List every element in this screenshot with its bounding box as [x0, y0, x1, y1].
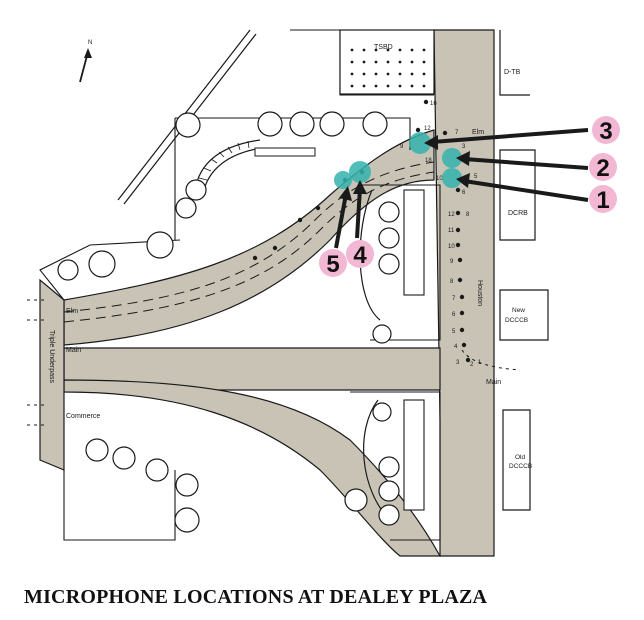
tree: [88, 250, 116, 278]
tree: [378, 201, 400, 223]
old-dcccb-label-2: DCCCB: [509, 463, 532, 470]
elm-lane-dashes: [63, 161, 435, 323]
callout-3-bg: [592, 116, 620, 144]
mic-label: 12: [424, 126, 431, 132]
tree: [175, 197, 197, 219]
callout-1-bg: [589, 185, 617, 213]
mic-marker-2: [442, 148, 462, 168]
mic-label: 11: [448, 228, 455, 234]
houston-street: [433, 29, 495, 557]
tree: [378, 253, 400, 275]
tree: [174, 507, 200, 533]
tree: [362, 111, 388, 137]
street-labels: Elm Main Main Commerce Elm Houston Tripl…: [48, 129, 501, 420]
triple-underpass-label: Triple Underpass: [48, 330, 55, 384]
tree: [378, 480, 400, 502]
elm-street: [63, 129, 435, 346]
mic-label: 3: [456, 360, 460, 366]
commerce-label: Commerce: [66, 413, 100, 420]
mic-label: 4: [454, 344, 458, 350]
houston-curb-dots: [24, 299, 521, 426]
callout-1: 1: [596, 187, 609, 214]
mic-label: 5: [452, 329, 456, 335]
tree: [146, 231, 174, 259]
callout-4: 4: [353, 242, 367, 269]
callouts: 1 2 3 4 5: [319, 116, 620, 278]
callout-5-bg: [319, 249, 347, 277]
mic-label: 16: [430, 101, 437, 107]
tree: [289, 111, 315, 137]
callout-5: 5: [326, 251, 339, 278]
mic-label: 12: [448, 212, 455, 218]
north-arrow: N: [79, 40, 92, 83]
dealey-plaza-map: TSBD D-TB DCRB New DCCCB Old DCCCB: [24, 29, 620, 557]
tsbd-grid: [350, 48, 426, 88]
mic-label: 2: [470, 362, 474, 368]
pool-north: [403, 189, 425, 296]
mic-label: 8: [450, 279, 454, 285]
tree: [378, 504, 400, 526]
tree: [378, 227, 400, 249]
mic-marker-5: [334, 171, 352, 189]
tree: [85, 438, 109, 462]
mic-number-labels: 16 12 7 9 10 18 3 5 6 8 12 11 10 9 8 7 6…: [400, 101, 482, 368]
main-label-left: Main: [66, 347, 81, 354]
tree: [145, 458, 169, 482]
elm-label: Elm: [66, 308, 78, 315]
mic-label: 6: [452, 312, 456, 318]
mic-label: 8: [466, 212, 470, 218]
mic-label: 6: [462, 190, 466, 196]
tree: [175, 473, 199, 497]
pergola-hatching: [198, 140, 250, 181]
tree: [319, 111, 345, 137]
dcrb-label: DCRB: [508, 210, 528, 217]
tree: [175, 112, 201, 138]
tree: [112, 446, 136, 470]
mic-marker-4: [349, 161, 371, 183]
tree: [257, 111, 283, 137]
callout-3: 3: [599, 118, 612, 145]
mic-label: 7: [452, 296, 456, 302]
main-label-right: Main: [486, 379, 501, 386]
highlight-markers: [334, 132, 462, 189]
elm-label-right: Elm: [472, 129, 484, 136]
mic-label: 9: [450, 259, 454, 265]
callout-2: 2: [596, 155, 609, 182]
mic-marker-1: [442, 168, 462, 188]
mic-marker-3: [409, 132, 431, 154]
pool-south: [403, 399, 425, 511]
mic-label: 1: [478, 360, 482, 366]
houston-mics: [252, 99, 471, 363]
map: TSBD D-TB DCRB New DCCCB Old DCCCB: [24, 29, 620, 557]
new-dcccb-label-1: New: [512, 307, 525, 314]
mic-label: 7: [455, 130, 459, 136]
right-buildings: [499, 30, 549, 511]
tsbd-label: TSBD: [374, 44, 393, 51]
old-dcccb-label-1: Old: [515, 454, 526, 461]
mic-label: 18: [425, 158, 432, 164]
tree: [378, 456, 400, 478]
houston-label: Houston: [476, 280, 483, 306]
trees: [57, 111, 400, 533]
triple-underpass: [39, 278, 65, 471]
mic-label: 10: [448, 244, 455, 250]
tree: [344, 488, 368, 512]
tree: [185, 179, 207, 201]
callout-4-bg: [346, 240, 374, 268]
dtb-label: D-TB: [504, 69, 521, 76]
mic-label: 3: [462, 144, 466, 150]
tree: [57, 259, 79, 281]
roads: [39, 29, 495, 557]
mic-label: 10: [436, 176, 443, 182]
tree: [372, 402, 392, 422]
callout-2-bg: [589, 153, 617, 181]
north-label: N: [88, 40, 92, 46]
walk-north: [254, 147, 316, 157]
callout-arrows: [334, 128, 589, 249]
tree: [372, 324, 392, 344]
new-dcccb-label-2: DCCCB: [505, 317, 528, 324]
mic-label: 9: [400, 144, 404, 150]
map-title: MICROPHONE LOCATIONS AT DEALEY PLAZA: [24, 586, 488, 608]
mic-label: 5: [474, 174, 478, 180]
